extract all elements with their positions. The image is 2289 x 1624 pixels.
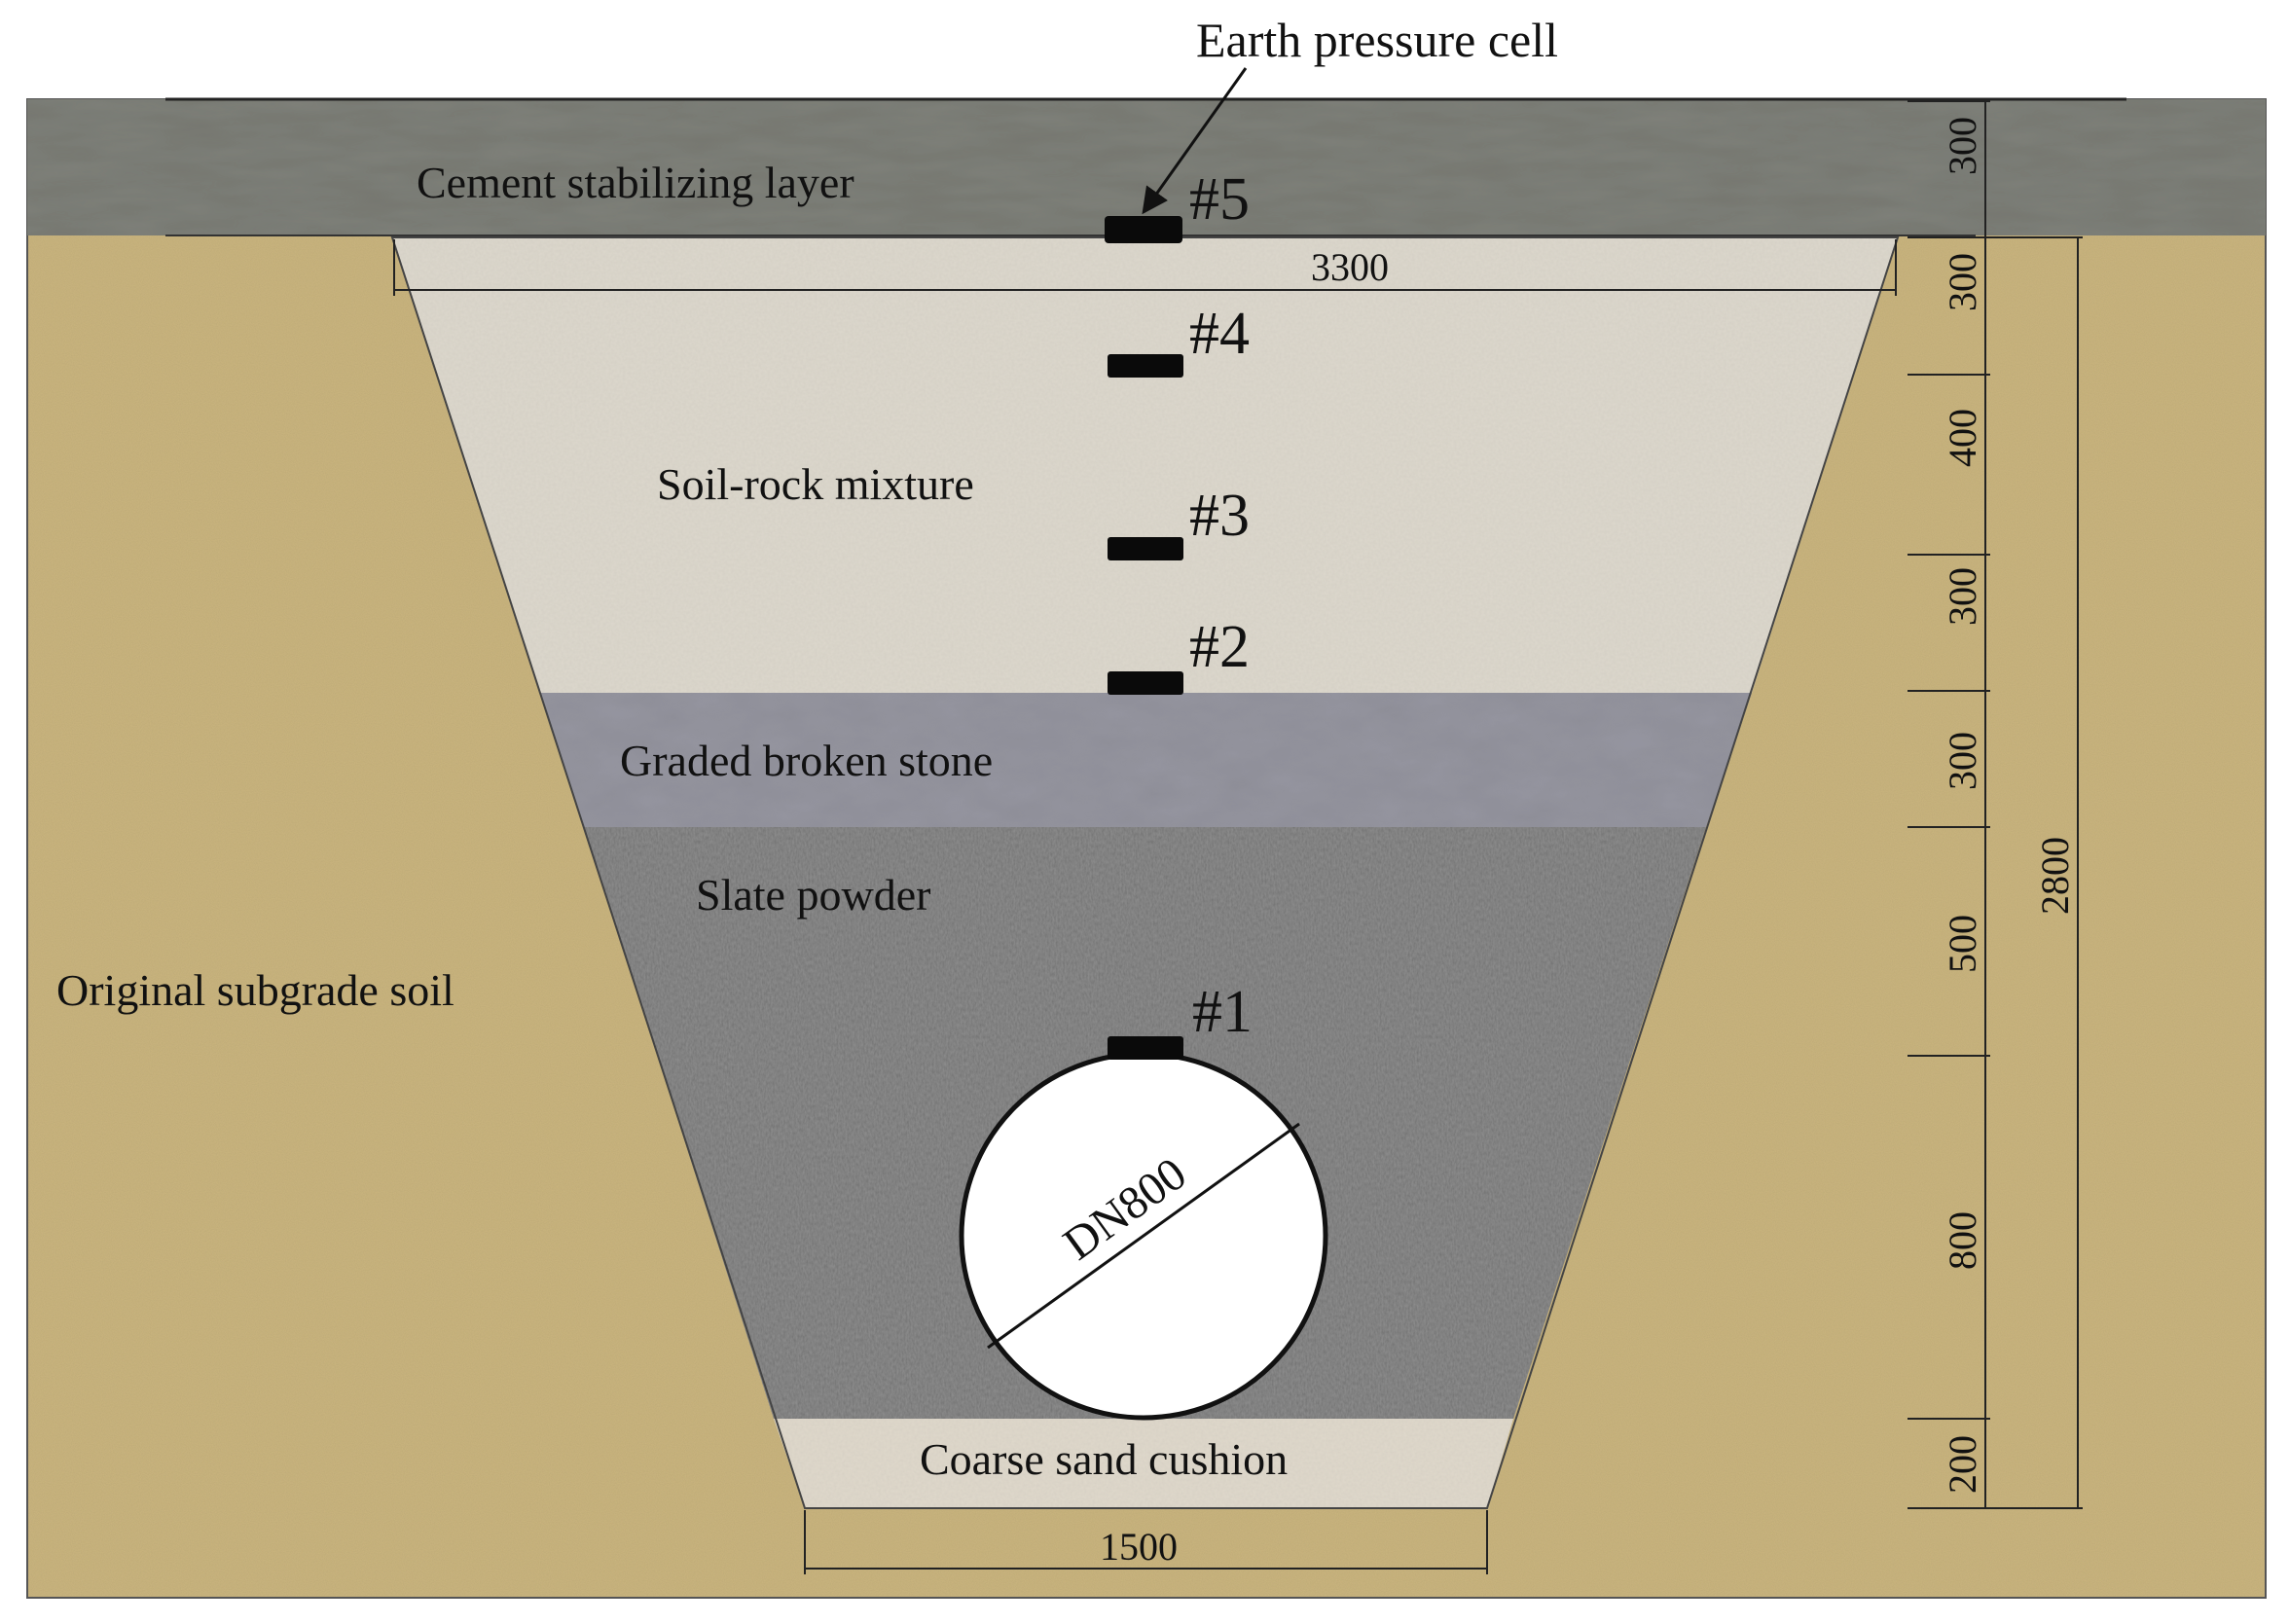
dim-segment-ticks (1908, 100, 1990, 1509)
cell-label-3: #3 (1189, 483, 1250, 549)
dim-segment-label-5: 300 (1941, 732, 1984, 790)
dim-segment-label-3: 400 (1941, 409, 1984, 467)
coarse-sand-cushion-layer (774, 1419, 1513, 1508)
cell-label-4: #4 (1189, 301, 1250, 367)
graded-broken-stone-layer (540, 693, 1752, 827)
cell-label-5: #5 (1189, 166, 1250, 233)
pressure-cell-2 (1108, 671, 1183, 695)
dim-segment-label-2: 300 (1941, 253, 1984, 311)
cell-label-2: #2 (1189, 614, 1250, 680)
dim-bottom-width-label: 1500 (1100, 1525, 1178, 1569)
dim-segment-label-7: 800 (1941, 1211, 1984, 1270)
dim-top-width-label: 3300 (1311, 245, 1389, 289)
cell-label-1: #1 (1192, 979, 1253, 1045)
dim-segment-label-1: 300 (1941, 117, 1984, 175)
soil-rock-mixture-layer (392, 237, 1898, 693)
label-soil-rock-mixture: Soil-rock mixture (657, 459, 974, 509)
pipe-diameter-line (987, 1122, 1300, 1350)
cement-stabilizing-layer (27, 99, 2266, 235)
dim-segment-label-8: 200 (1941, 1435, 1984, 1494)
title-arrow (1142, 67, 1248, 215)
label-cement-stabilizing-layer: Cement stabilizing layer (417, 158, 854, 207)
label-coarse-sand-cushion: Coarse sand cushion (920, 1434, 1288, 1484)
dim-segment-label-4: 300 (1941, 567, 1984, 626)
earth-pressure-cell-title: Earth pressure cell (1196, 13, 1558, 67)
label-original-subgrade-soil: Original subgrade soil (56, 965, 454, 1015)
dim-segment-label-6: 500 (1941, 915, 1984, 973)
pressure-cell-4 (1108, 354, 1183, 378)
label-graded-broken-stone: Graded broken stone (620, 736, 993, 785)
pressure-cell-5 (1105, 216, 1182, 243)
pressure-cell-1 (1108, 1036, 1183, 1060)
pressure-cell-3 (1108, 537, 1183, 560)
trench-outline (390, 236, 1900, 1509)
label-slate-powder: Slate powder (696, 870, 930, 920)
dim-total-depth-label: 2800 (2033, 837, 2077, 915)
